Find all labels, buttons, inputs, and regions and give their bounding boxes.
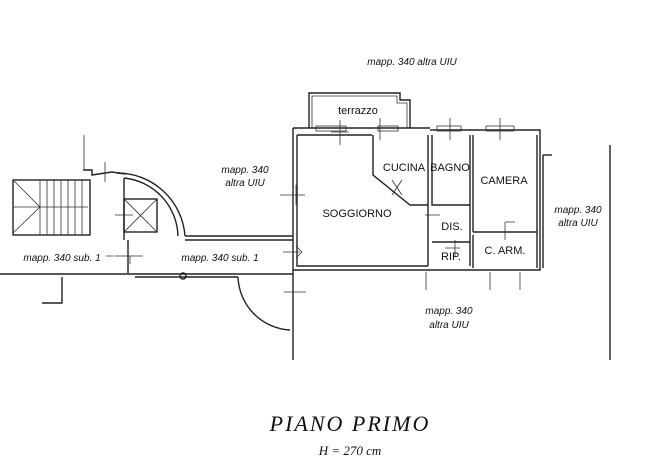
room-bagno: BAGNO: [430, 162, 470, 174]
left-neighbor-label-1: mapp. 340: [221, 165, 269, 176]
top-neighbor-label: mapp. 340 altra UIU: [367, 57, 457, 68]
room-soggiorno: SOGGIORNO: [322, 208, 392, 220]
bottom-neighbor-label-1: mapp. 340: [425, 306, 473, 317]
walls: [0, 92, 611, 360]
labels: mapp. 340 altra UIU mapp. 340 altra UIU …: [23, 57, 602, 458]
room-cucina: CUCINA: [383, 162, 426, 174]
bottom-neighbor-label-2: altra UIU: [429, 320, 469, 331]
height-note: H = 270 cm: [318, 443, 382, 458]
corridor-right-label: mapp. 340 sub. 1: [181, 253, 258, 264]
room-c-arm: C. ARM.: [485, 245, 526, 257]
floor-title: PIANO PRIMO: [269, 411, 431, 436]
left-neighbor-label-2: altra UIU: [225, 178, 265, 189]
room-camera: CAMERA: [480, 175, 528, 187]
corridor-left-label: mapp. 340 sub. 1: [23, 253, 100, 264]
room-dis: DIS.: [441, 221, 462, 233]
right-neighbor-label-1: mapp. 340: [554, 205, 602, 216]
room-rip: RIP.: [441, 251, 461, 263]
room-terrazzo: terrazzo: [338, 105, 378, 117]
right-neighbor-label-2: altra UIU: [558, 218, 598, 229]
